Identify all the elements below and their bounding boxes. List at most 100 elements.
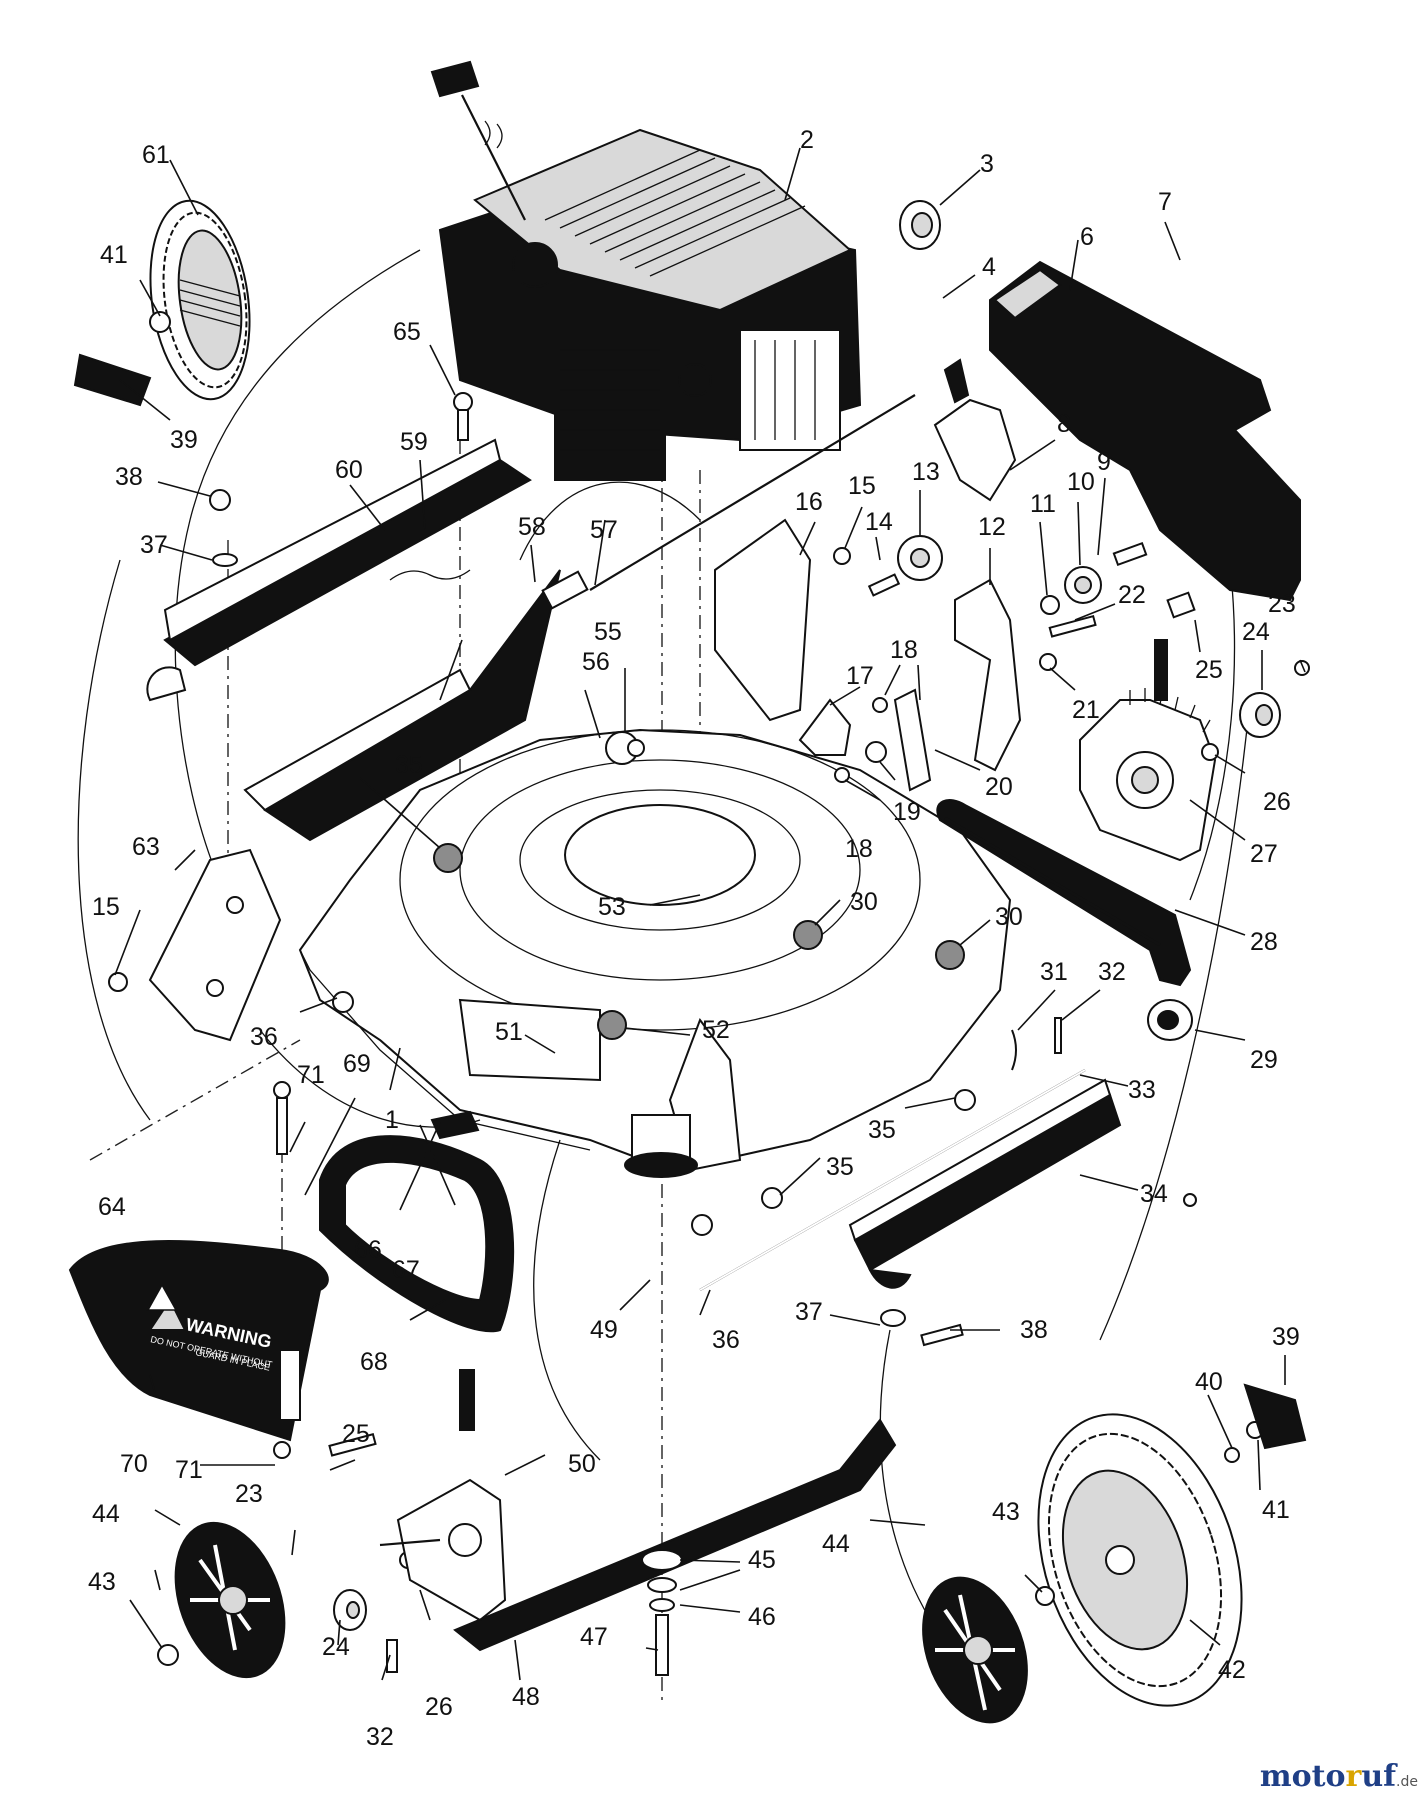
callout: 43 (992, 1498, 1020, 1526)
callout: 53 (598, 893, 626, 921)
callout: 23 (235, 1480, 263, 1508)
callout: 38 (1020, 1316, 1048, 1344)
callout: 35 (395, 751, 423, 779)
callout: 44 (92, 1500, 120, 1528)
callout: 66 (354, 1236, 382, 1264)
callout: 45 (748, 1546, 776, 1574)
callout: 32 (1098, 958, 1126, 986)
callout: 67 (392, 1256, 420, 1284)
callout: 30 (995, 903, 1023, 931)
callout: 64 (98, 1193, 126, 1221)
callout: 22 (1118, 581, 1146, 609)
callout: 20 (985, 773, 1013, 801)
callout: 10 (1067, 468, 1095, 496)
callout: 29 (1250, 1046, 1278, 1074)
callout: 59 (400, 428, 428, 456)
callout: 38 (115, 463, 143, 491)
engine (430, 60, 862, 481)
right-front-wheel (922, 1383, 1307, 1724)
callout: 28 (1250, 928, 1278, 956)
callout: 70 (120, 1450, 148, 1478)
callout: 63 (132, 833, 160, 861)
callout: 52 (702, 1016, 730, 1044)
callout: 48 (512, 1683, 540, 1711)
callout: 58 (518, 513, 546, 541)
callout: 35 (868, 1116, 896, 1144)
callout: 41 (100, 241, 128, 269)
callout: 33 (1128, 1076, 1156, 1104)
callout: 4 (982, 253, 996, 281)
callout: 37 (140, 531, 168, 559)
callout: 18 (890, 636, 918, 664)
callout: 7 (1158, 188, 1172, 216)
callout: 16 (795, 488, 823, 516)
callout: 8 (1057, 410, 1071, 438)
callout: 25 (342, 1420, 370, 1448)
callout: 11 (1030, 490, 1056, 518)
callout: 18 (845, 835, 873, 863)
mower-deck (298, 728, 1012, 1172)
drive-parts (699, 200, 1310, 1291)
callout: 61 (142, 141, 170, 169)
callout: 42 (1218, 1656, 1246, 1684)
callout: 12 (978, 513, 1006, 541)
callout: 19 (893, 798, 921, 826)
callout: 3 (980, 150, 994, 178)
callout: 39 (1272, 1323, 1300, 1351)
rear-deflector (146, 394, 916, 842)
callout: 15 (92, 893, 120, 921)
callout: 68 (360, 1348, 388, 1376)
callout: 15 (848, 472, 876, 500)
callout: 43 (88, 1568, 116, 1596)
callout: 44 (822, 1530, 850, 1558)
callout: 34 (1140, 1180, 1168, 1208)
callout: 1 (385, 1106, 399, 1134)
callout-numbers: 1 2 3 4 6 7 8 9 10 11 12 13 14 15 15 16 … (88, 126, 1300, 1751)
left-front-wheel (157, 1369, 507, 1679)
height-brackets (108, 518, 851, 1042)
callout: 2 (800, 126, 814, 154)
callout: 37 (795, 1298, 823, 1326)
callout: 9 (1097, 448, 1111, 476)
blade (453, 1114, 897, 1676)
side-discharge (68, 1110, 515, 1442)
callout: 6 (1080, 223, 1094, 251)
callout: 56 (582, 648, 610, 676)
callout: 36 (250, 1023, 278, 1051)
callout: 17 (846, 662, 874, 690)
callout: 14 (865, 508, 893, 536)
leader-lines (114, 147, 1306, 1681)
callout: 30 (850, 888, 878, 916)
callout: 71 (297, 1061, 325, 1089)
callout: 50 (568, 1450, 596, 1478)
callout: 41 (1262, 1496, 1290, 1524)
callout: 46 (748, 1603, 776, 1631)
callout: 13 (912, 458, 940, 486)
callout: 25 (1195, 656, 1223, 684)
callout: 31 (1040, 958, 1068, 986)
callout: 24 (1242, 618, 1270, 646)
callout: 39 (170, 426, 198, 454)
callout: 57 (590, 516, 618, 544)
callout: 49 (590, 1316, 618, 1344)
callout: 51 (495, 1018, 523, 1046)
callout: 26 (425, 1693, 453, 1721)
callout: 47 (580, 1623, 608, 1651)
callout: 23 (1268, 590, 1296, 618)
callout: 27 (1250, 840, 1278, 868)
callout: 35 (826, 1153, 854, 1181)
rear-wheel-61 (73, 199, 251, 407)
brand-logo: motoruf.de (1259, 1759, 1418, 1794)
callout: 65 (393, 318, 421, 346)
callout: 32 (366, 1723, 394, 1751)
callout: 55 (594, 618, 622, 646)
callout: 71 (175, 1456, 203, 1484)
callout: 26 (1263, 788, 1291, 816)
callout: 60 (335, 456, 363, 484)
callout: 21 (1072, 696, 1100, 724)
callout: 24 (322, 1633, 350, 1661)
callout: 40 (1195, 1368, 1223, 1396)
callout: 36 (712, 1326, 740, 1354)
rear-skirt (848, 1078, 1122, 1289)
